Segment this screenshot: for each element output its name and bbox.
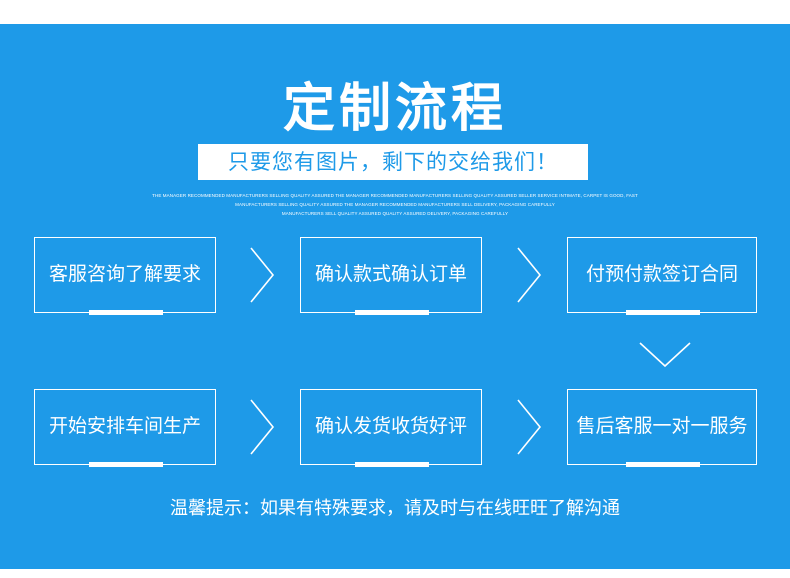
- step-3-box: 付预付款签订合同: [567, 237, 757, 315]
- chevron-down-icon: [639, 342, 691, 368]
- step-3-underline: [626, 310, 700, 315]
- chevron-right-icon: [250, 399, 275, 455]
- step-1-box: 客服咨询了解要求: [34, 237, 216, 315]
- step-1-label: 客服咨询了解要求: [48, 263, 201, 285]
- step-2-underline: [355, 310, 429, 315]
- step-2-label: 确认款式确认订单: [314, 263, 467, 285]
- fine-print-line-2: MANUFACTURERS SELLING QUALITY ASSURED TH…: [235, 202, 555, 207]
- fine-print-line-1: THE MANAGER RECOMMENDED MANUFACTURERS SE…: [152, 193, 638, 198]
- step-5-label: 确认发货收货好评: [314, 415, 467, 437]
- step-5-box: 确认发货收货好评: [300, 389, 482, 467]
- subtitle-text: 只要您有图片，剩下的交给我们！: [228, 150, 558, 174]
- chevron-right-icon: [517, 399, 542, 455]
- step-1-underline: [89, 310, 163, 315]
- step-4-label: 开始安排车间生产: [48, 415, 201, 437]
- step-4-underline: [89, 462, 163, 467]
- step-2-box: 确认款式确认订单: [300, 237, 482, 315]
- step-6-label: 售后客服一对一服务: [576, 415, 748, 437]
- step-5-underline: [355, 462, 429, 467]
- step-4-box: 开始安排车间生产: [34, 389, 216, 467]
- footer-note: 温馨提示：如果有特殊要求，请及时与在线旺旺了解沟通: [170, 498, 620, 519]
- page-title: 定制流程: [282, 78, 507, 139]
- step-6-box: 售后客服一对一服务: [567, 389, 757, 467]
- chevron-right-icon: [250, 247, 275, 303]
- subtitle-banner: 只要您有图片，剩下的交给我们！: [198, 144, 588, 180]
- fine-print-line-3: MANUFACTURERS SELL QUALITY ASSURED QUALI…: [281, 211, 509, 216]
- chevron-right-icon: [517, 247, 542, 303]
- blue-banner: [0, 24, 790, 569]
- step-6-underline: [626, 462, 700, 467]
- step-3-label: 付预付款签订合同: [585, 263, 738, 285]
